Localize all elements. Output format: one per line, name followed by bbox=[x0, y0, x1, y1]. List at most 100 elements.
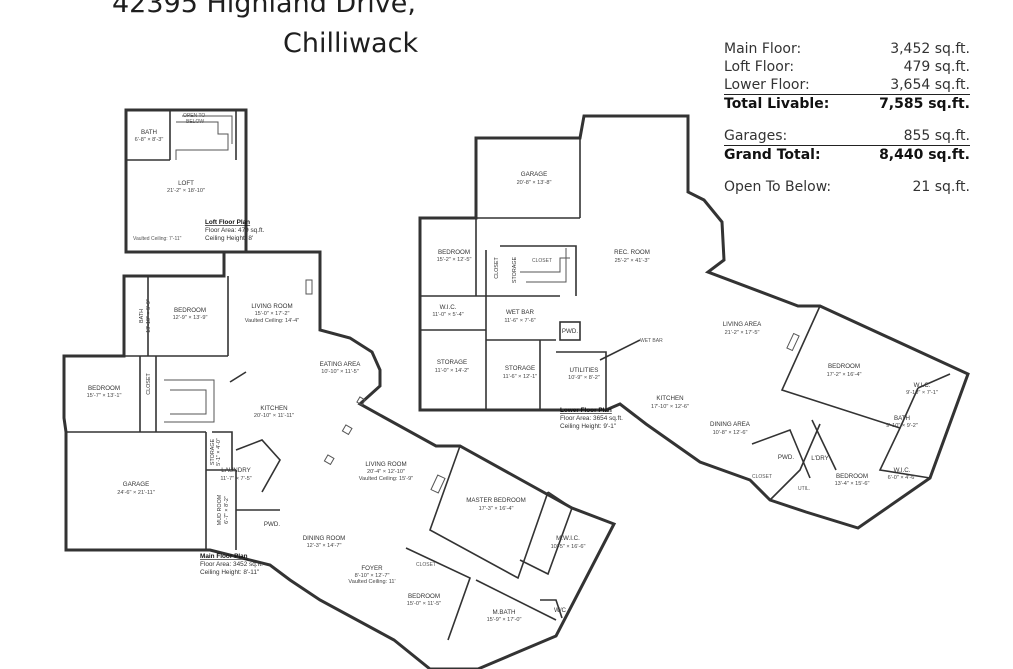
main-dining-dim: 12'-3" × 14'-7" bbox=[307, 543, 342, 549]
main-mbath-dim: 15'-9" × 17'-0" bbox=[487, 617, 522, 623]
loft-stair-rail bbox=[175, 121, 229, 160]
lower-bedroom3-dim: 13'-4" × 15'-6" bbox=[835, 481, 870, 487]
lower-storage1-dim: 11'-0" × 14'-2" bbox=[435, 368, 469, 374]
area-label: Open To Below: bbox=[724, 179, 832, 195]
main-mbath-label: M.BATH bbox=[493, 609, 516, 616]
lower-bath-label: BATH bbox=[894, 415, 910, 422]
main-wall bbox=[475, 579, 557, 621]
main-bedroom1-label: BEDROOM bbox=[174, 307, 206, 314]
area-summary-table: Main Floor: 3,452 sq.ft. Loft Floor: 479… bbox=[724, 40, 970, 196]
main-living1-dim: 15'-0" × 17'-2" bbox=[255, 311, 290, 317]
post bbox=[323, 454, 335, 466]
main-stair bbox=[164, 379, 215, 423]
main-wall bbox=[519, 491, 573, 576]
main-kitchen-label: KITCHEN bbox=[260, 405, 287, 412]
lower-pwd-label: PWD. bbox=[562, 328, 578, 335]
lower-bedroom3-label: BEDROOM bbox=[836, 473, 868, 480]
main-plan-title: Main Floor Plan bbox=[200, 553, 248, 560]
lower-wall bbox=[769, 423, 821, 501]
main-laundry-dim: 11'-7" × 7'-5" bbox=[220, 476, 251, 482]
area-row-total-livable: Total Livable: 7,585 sq.ft. bbox=[724, 94, 970, 113]
main-storage-label: STORAGE bbox=[210, 438, 216, 465]
main-eating-dim: 10'-10" × 11'-5" bbox=[321, 369, 359, 375]
property-address-line1: 42395 Highland Drive, bbox=[112, 0, 416, 19]
main-wc-label: W/C bbox=[554, 607, 567, 614]
lower-dining-label: DINING AREA bbox=[710, 421, 751, 428]
lower-bedroom2-label: BEDROOM bbox=[828, 363, 860, 370]
post bbox=[341, 424, 353, 436]
loft-floor-plan: BATH 6'-8" × 8'-3" OPEN TO BELOW LOFT 21… bbox=[124, 108, 265, 254]
main-bath-label: BATH bbox=[139, 309, 145, 323]
lower-bedroom2-dim: 17'-2" × 16'-4" bbox=[827, 372, 862, 378]
lower-wall bbox=[878, 427, 931, 479]
fireplace bbox=[786, 332, 800, 352]
lower-pwd2-label: PWD. bbox=[778, 454, 794, 461]
main-bedroom3-dim: 15'-0" × 11'-5" bbox=[407, 601, 441, 607]
loft-plan-title: Loft Floor Plan bbox=[205, 219, 250, 226]
main-living1-label: LIVING ROOM bbox=[251, 303, 292, 310]
lower-wic3-label: W.I.C. bbox=[894, 467, 911, 474]
lower-wetbar-dim: 11'-6" × 7'-6" bbox=[504, 318, 535, 324]
main-wall bbox=[212, 431, 233, 470]
main-foyer-note: Vaulted Ceiling: 11' bbox=[348, 579, 395, 585]
lower-plan-area: Floor Area: 3654 sq.ft. bbox=[560, 415, 623, 422]
area-value: 479 sq.ft. bbox=[903, 59, 970, 75]
loft-open-to-label: OPEN TO bbox=[183, 113, 205, 119]
lower-wic-label: W.I.C. bbox=[440, 304, 457, 311]
main-wall bbox=[540, 599, 563, 619]
lower-wall bbox=[780, 305, 919, 429]
lower-wic-dim: 11'-0" × 5'-4" bbox=[432, 312, 463, 318]
lower-wall bbox=[556, 351, 607, 410]
main-laundry-label: LAUNDRY bbox=[221, 467, 250, 474]
main-garage-dim: 24'-6" × 21'-11" bbox=[117, 490, 155, 496]
loft-vault-note: Vaulted Ceiling: 7'-11" bbox=[133, 236, 182, 242]
main-living1-note: Vaulted Ceiling: 14'-4" bbox=[245, 318, 300, 324]
area-row-main-floor: Main Floor: 3,452 sq.ft. bbox=[724, 40, 970, 58]
loft-bath-dim: 6'-8" × 8'-3" bbox=[135, 137, 164, 143]
main-plan-ceiling: Ceiling Height: 8'-11" bbox=[200, 569, 259, 576]
area-value: 21 sq.ft. bbox=[912, 179, 970, 195]
main-mudroom-dim: 6'-7" × 8'-2" bbox=[224, 496, 230, 524]
lower-dining-dim: 10'-8" × 12'-6" bbox=[713, 430, 748, 436]
lower-ldry-label: L'DRY bbox=[811, 455, 829, 462]
area-label: Garages: bbox=[724, 128, 788, 144]
main-bedroom1-dim: 12'-9" × 13'-9" bbox=[173, 315, 208, 321]
lower-kitchen-label: KITCHEN bbox=[656, 395, 683, 402]
loft-plan-ceiling: Ceiling Height: 8' bbox=[205, 235, 253, 242]
area-label: Grand Total: bbox=[724, 147, 821, 163]
lower-util-label: UTIL. bbox=[798, 486, 810, 492]
main-bedroom2-dim: 15'-7" × 13'-1" bbox=[87, 393, 122, 399]
lower-garage-dim: 20'-8" × 13'-8" bbox=[517, 180, 552, 186]
main-pwd-label: PWD. bbox=[264, 521, 280, 528]
lower-stair bbox=[526, 248, 567, 283]
area-value: 8,440 sq.ft. bbox=[879, 147, 970, 163]
main-floor-plan: BATH 13'-10" × 5'-9" BEDROOM 12'-9" × 13… bbox=[62, 250, 617, 669]
main-wall bbox=[235, 439, 281, 493]
main-wall bbox=[429, 445, 549, 580]
area-row-grand-total: Grand Total: 8,440 sq.ft. bbox=[724, 145, 970, 164]
main-wall bbox=[229, 371, 247, 383]
lower-closet2-label: CLOSET bbox=[532, 258, 552, 264]
lower-wall bbox=[599, 339, 641, 361]
area-value: 3,654 sq.ft. bbox=[890, 77, 970, 93]
main-wall bbox=[405, 547, 471, 641]
lower-storage-vertical-label: STORAGE bbox=[512, 256, 518, 283]
loft-room-dim: 21'-2" × 18'-10" bbox=[167, 188, 205, 194]
lower-wic2-dim: 9'-10" × 7'-1" bbox=[906, 390, 938, 396]
lower-wall bbox=[500, 245, 577, 296]
lower-storage1-label: STORAGE bbox=[437, 359, 467, 366]
main-eating-label: EATING AREA bbox=[320, 361, 362, 368]
main-dining-label: DINING ROOM bbox=[303, 535, 346, 542]
fireplace bbox=[430, 474, 446, 494]
main-garage-label: GARAGE bbox=[123, 481, 149, 488]
area-label: Lower Floor: bbox=[724, 77, 810, 93]
lower-bedroom1-label: BEDROOM bbox=[438, 249, 470, 256]
area-value: 855 sq.ft. bbox=[903, 128, 970, 144]
main-master-dim: 17'-3" × 16'-4" bbox=[479, 506, 514, 512]
lower-bath-dim: 9'-10" × 9'-2" bbox=[886, 423, 918, 429]
lower-garage-label: GARAGE bbox=[521, 171, 547, 178]
lower-wall bbox=[917, 373, 951, 389]
main-closet-label: CLOSET bbox=[146, 373, 152, 395]
main-bedroom2-label: BEDROOM bbox=[88, 385, 120, 392]
main-living2-note: Vaulted Ceiling: 15'-9" bbox=[359, 476, 414, 482]
